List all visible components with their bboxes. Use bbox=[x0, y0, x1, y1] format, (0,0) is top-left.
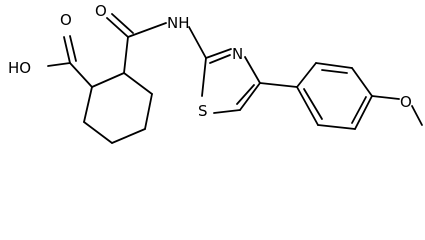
thiazole-nitrogen-label: N bbox=[232, 45, 243, 63]
thiazole-sulfur-label: S bbox=[198, 102, 208, 120]
ether-oxygen-label: O bbox=[400, 93, 412, 111]
amide-oxygen-label: O bbox=[95, 2, 107, 20]
structure-diagram: HO O O NH N S O bbox=[8, 2, 423, 144]
hydroxyl-label: HO bbox=[8, 59, 31, 77]
amide-nh-label: NH bbox=[167, 14, 190, 32]
cyclohexane-ring bbox=[83, 72, 153, 144]
amide-group bbox=[106, 13, 207, 74]
carboxyl-oxygen-label: O bbox=[60, 11, 72, 29]
thiazole-ring bbox=[201, 48, 261, 114]
phenyl-ring bbox=[259, 62, 373, 130]
carboxylic-acid-group bbox=[47, 35, 93, 88]
methoxy-group bbox=[371, 95, 423, 126]
